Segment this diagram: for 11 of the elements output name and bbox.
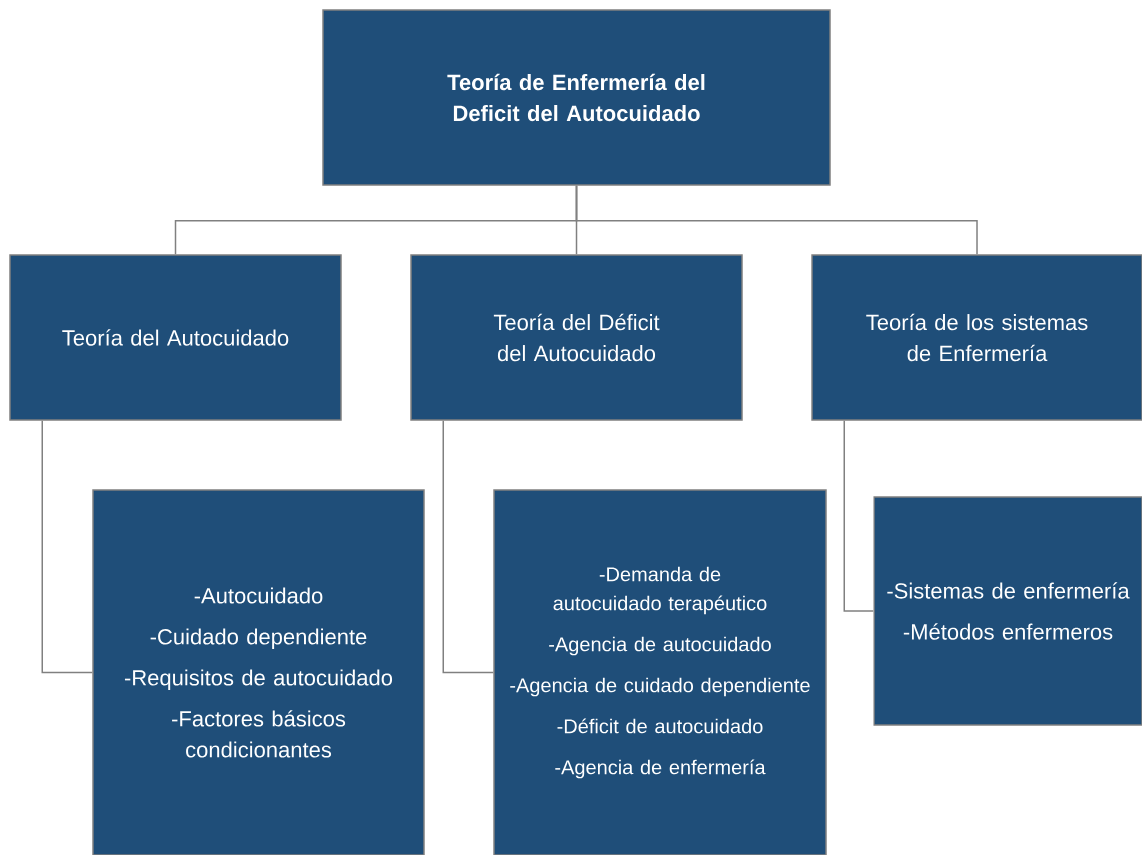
concept-list-box: -Autocuidado -Cuidado dependiente -Requisitos de autocuidado -Factores básicos condicionantes — [92, 489, 425, 855]
connector-line — [41, 420, 93, 674]
theory-box: Teoría del Déficit del Autocuidado — [410, 254, 743, 421]
theory-box: Teoría del Autocuidado — [9, 254, 342, 421]
connector-line — [843, 420, 874, 612]
theory-box: Teoría de los sistemas de Enfermería — [811, 254, 1142, 421]
concept-list-box: -Sistemas de enfermería -Métodos enfermeros — [873, 496, 1142, 726]
concept-list-box: -Demanda de autocuidado terapéutico -Agencia de autocuidado -Agencia de cuidado dependiente -Déficit de autocuidado -Agencia de enfermería — [493, 489, 827, 855]
connector-line — [575, 185, 978, 255]
connector-line — [442, 420, 494, 674]
title-box: Teoría de Enfermería del Deficit del Autocuidado — [322, 9, 831, 186]
